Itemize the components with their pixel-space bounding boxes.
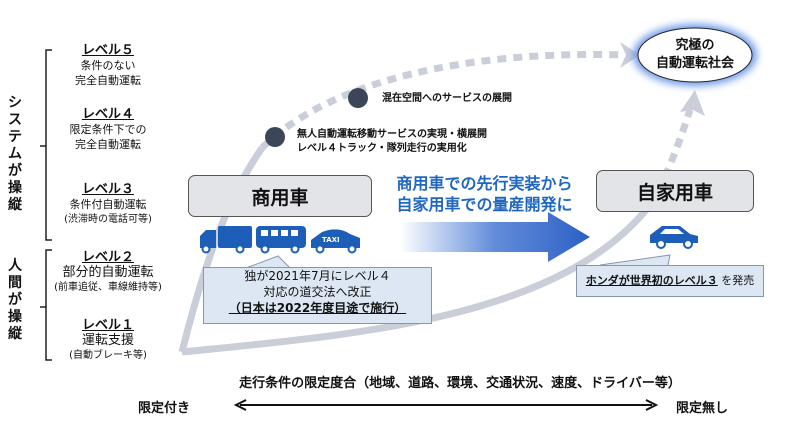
human-bracket [40,249,52,361]
milestone-dot [265,127,285,147]
upper-arrowhead [620,42,640,68]
car-icon [650,226,698,249]
human-operates-label: 人間が操縦 [8,258,22,342]
axis-left-label: 限定付き [138,401,191,416]
milestone-unmanned-service: 無人自動運転移動サービスの実現・横展開レベル４トラック・隊列走行の実用化 [297,129,487,154]
upper-curve-dashed [259,51,626,151]
commercial-vehicle-box: 商用車 [188,175,372,217]
system-bracket [40,49,52,241]
lower-curve-solid [181,202,653,356]
axis-arrow [233,399,659,411]
system-operates-label: システムが操縦 [8,95,22,213]
goal-ellipse [637,27,753,83]
private-vehicle-box: 自家用車 [596,170,754,212]
lower-arrowhead [680,90,705,116]
taxi-label: TAXI [322,236,340,244]
lower-curve-dashed [646,108,694,207]
axis-title: 走行条件の限定度合（地域、道路、環境、交通状況、速度、ドライバー等） [239,376,681,391]
taxi-icon [311,229,360,254]
bus-icon [256,226,306,254]
milestone-dot [348,88,368,108]
axis-right-label: 限定無し [676,401,729,416]
strategy-message: 商用車での先行実装から自家用車での量産開発に [396,174,573,214]
honda-callout: ホンダが世界初のレベル３ を発売 [576,265,764,297]
goal-label: 究極の自動運転社会 [655,38,734,71]
milestone-mixed-space: 混在空間へのサービスの展開 [382,93,512,104]
truck-icon [200,226,252,254]
transition-arrow [400,212,590,262]
